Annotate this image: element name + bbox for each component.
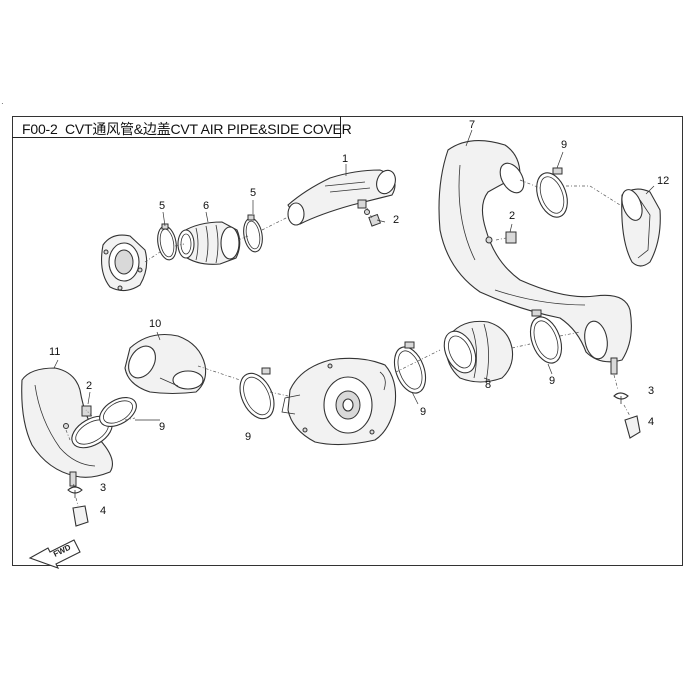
- diagram-title: F00-2 CVT通风管&边盖CVT AIR PIPE&SIDE COVER: [22, 119, 352, 139]
- clamp-9-center-right: [393, 341, 427, 394]
- callout-2-top: 2: [393, 214, 400, 226]
- callout-9-left: 9: [159, 421, 166, 433]
- callout-1: 1: [342, 153, 349, 165]
- drain-clip-3-right: [613, 392, 629, 404]
- callout-3-left: 3: [100, 482, 107, 494]
- elbow-pipe-10: [124, 333, 207, 395]
- callout-4-right: 4: [648, 416, 655, 428]
- rubber-boot-8: [443, 320, 514, 383]
- callout-8: 8: [485, 379, 492, 391]
- clip-2-left: [63, 405, 92, 429]
- callout-5-right: 5: [250, 187, 257, 199]
- callout-9-top: 9: [561, 139, 568, 151]
- cvt-housing: [281, 357, 397, 446]
- clamp-5-left: [157, 223, 177, 261]
- callout-6: 6: [203, 200, 210, 212]
- diagram-code: F00-2: [22, 121, 58, 137]
- diagram-frame: [12, 116, 683, 566]
- callout-4-left: 4: [100, 505, 107, 517]
- drain-cap-4-left: [72, 505, 89, 527]
- callout-2-left: 2: [86, 380, 93, 392]
- clip-2-right: [485, 231, 517, 244]
- callout-9-right: 9: [549, 375, 556, 387]
- side-cover-11: [21, 367, 113, 487]
- callout-12: 12: [657, 175, 670, 187]
- callout-5-left: 5: [159, 200, 166, 212]
- air-pipe-1: [287, 169, 396, 226]
- cvt-cover-flange: [101, 234, 148, 292]
- callout-7: 7: [469, 119, 476, 131]
- callout-9-center: 9: [245, 431, 252, 443]
- clamp-9-top-right: [536, 167, 568, 218]
- callout-10: 10: [149, 318, 162, 330]
- callout-3-right: 3: [648, 385, 655, 397]
- diagram-title-text: CVT通风管&边盖CVT AIR PIPE&SIDE COVER: [64, 121, 352, 137]
- clamp-5-right: [243, 214, 263, 253]
- forward-arrow-icon: FWD: [28, 539, 81, 569]
- corner-mark: ·: [1, 99, 4, 108]
- clamp-9-center: [239, 367, 275, 420]
- callout-11: 11: [49, 346, 61, 358]
- air-pipe-7: [438, 139, 632, 375]
- drain-cap-4-right: [624, 415, 641, 439]
- clamp-9-right: [529, 309, 563, 364]
- air-duct-12: [621, 188, 661, 267]
- callout-2-right: 2: [509, 210, 516, 222]
- drain-clip-3-left: [67, 486, 83, 498]
- title-box: [12, 116, 341, 138]
- callout-9-center-right: 9: [420, 406, 427, 418]
- rubber-boot-6: [177, 221, 241, 265]
